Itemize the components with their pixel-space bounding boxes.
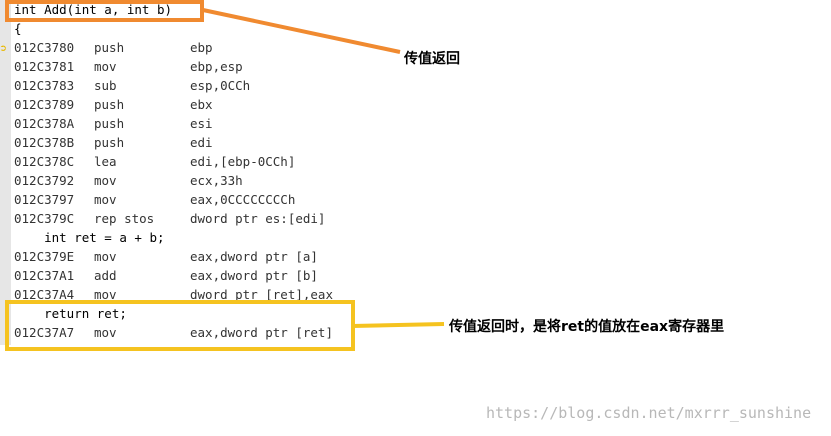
address: 012C379E <box>14 249 75 264</box>
asm-row: 012C3780 push ebp <box>14 38 414 57</box>
asm-row: 012C3797 mov eax,0CCCCCCCCh <box>14 190 414 209</box>
editor-gutter <box>0 0 11 345</box>
operands: ecx,33h <box>190 173 243 188</box>
source-line: int ret = a + b; <box>14 230 165 245</box>
address: 012C379C <box>14 211 75 226</box>
opcode: mov <box>94 192 117 207</box>
address: 012C37A1 <box>14 268 75 283</box>
operands: edi <box>190 135 213 150</box>
operands: eax,0CCCCCCCCh <box>190 192 296 207</box>
opcode: sub <box>94 78 117 93</box>
address: 012C3797 <box>14 192 75 207</box>
asm-row: 012C379E mov eax,dword ptr [a] <box>14 247 414 266</box>
brace: { <box>14 21 22 36</box>
opcode: push <box>94 97 125 112</box>
operands: edi,[ebp-0CCh] <box>190 154 296 169</box>
opcode: mov <box>94 325 117 340</box>
address: 012C3789 <box>14 97 75 112</box>
asm-row: 012C378C lea edi,[ebp-0CCh] <box>14 152 414 171</box>
source-header: int Add(int a, int b) <box>14 2 173 17</box>
asm-row: 012C3792 mov ecx,33h <box>14 171 414 190</box>
operands: esp,0CCh <box>190 78 251 93</box>
operands: eax,dword ptr [b] <box>190 268 318 283</box>
annotation-top: 传值返回 <box>404 51 460 67</box>
operands: ebx <box>190 97 213 112</box>
asm-row: 012C37A4 mov dword ptr [ret],eax <box>14 285 414 304</box>
asm-row: 012C37A1 add eax,dword ptr [b] <box>14 266 414 285</box>
opcode: push <box>94 135 125 150</box>
address: 012C3792 <box>14 173 75 188</box>
address: 012C3781 <box>14 59 75 74</box>
watermark: https://blog.csdn.net/mxrrr_sunshine <box>486 404 812 422</box>
source-line: return ret; <box>14 306 127 321</box>
operands: dword ptr es:[edi] <box>190 211 326 226</box>
orange-pointer-line <box>202 8 401 54</box>
opcode: mov <box>94 287 117 302</box>
yellow-pointer-line <box>351 322 445 328</box>
opcode: mov <box>94 173 117 188</box>
opcode: lea <box>94 154 117 169</box>
address: 012C37A7 <box>14 325 75 340</box>
opcode: add <box>94 268 117 283</box>
opcode: rep stos <box>94 211 155 226</box>
operands: ebp,esp <box>190 59 243 74</box>
yellow-highlight-box <box>5 300 355 351</box>
asm-row: 012C378A push esi <box>14 114 414 133</box>
address: 012C378A <box>14 116 75 131</box>
operands: esi <box>190 116 213 131</box>
asm-row: 012C3781 mov ebp,esp <box>14 57 414 76</box>
orange-highlight-box <box>5 0 204 22</box>
address: 012C3780 <box>14 40 75 55</box>
operands: dword ptr [ret],eax <box>190 287 333 302</box>
arrow-right-icon: ➲ <box>0 42 7 55</box>
address: 012C3783 <box>14 78 75 93</box>
operands: eax,dword ptr [ret] <box>190 325 333 340</box>
operands: eax,dword ptr [a] <box>190 249 318 264</box>
opcode: push <box>94 40 125 55</box>
asm-row: 012C379C rep stos dword ptr es:[edi] <box>14 209 414 228</box>
opcode: push <box>94 116 125 131</box>
opcode: mov <box>94 59 117 74</box>
operands: ebp <box>190 40 213 55</box>
asm-row: 012C3789 push ebx <box>14 95 414 114</box>
address: 012C378B <box>14 135 75 150</box>
asm-row: 012C378B push edi <box>14 133 414 152</box>
address: 012C378C <box>14 154 75 169</box>
asm-row: 012C3783 sub esp,0CCh <box>14 76 414 95</box>
opcode: mov <box>94 249 117 264</box>
asm-row: 012C37A7 mov eax,dword ptr [ret] <box>14 323 414 342</box>
address: 012C37A4 <box>14 287 75 302</box>
annotation-bottom: 传值返回时，是将ret的值放在eax寄存器里 <box>449 319 725 335</box>
